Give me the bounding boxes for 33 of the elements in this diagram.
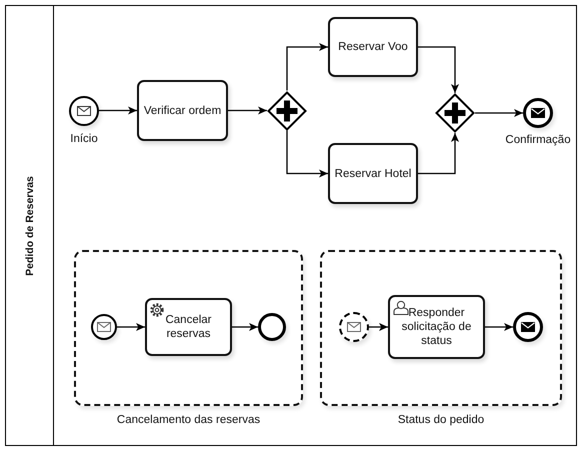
event-label: Início: [70, 132, 98, 146]
sequence-arrow: [117, 322, 145, 332]
subprocess-label: Cancelamento das reservas: [116, 413, 260, 427]
sequence-arrow: [286, 42, 328, 90]
task-box: [137, 80, 228, 141]
sequence-arrow: [99, 106, 137, 115]
pool-label: Pedido de Reservas: [24, 176, 36, 276]
task-box: [328, 143, 418, 204]
task-label: Reservar Voo: [338, 40, 408, 54]
sequence-arrow: [485, 322, 513, 332]
start-event: [339, 312, 369, 342]
start-event: [91, 314, 117, 340]
parallel-gateway: [435, 93, 475, 133]
pool: [5, 5, 577, 446]
event-label: Confirmação: [505, 133, 571, 147]
sequence-arrow: [418, 46, 460, 93]
end-event: [513, 312, 543, 342]
parallel-gateway: [267, 90, 307, 130]
subprocess-label: Status do pedido: [398, 413, 484, 427]
task-box: [328, 17, 418, 77]
sequence-arrow: [475, 108, 523, 118]
task-label: Responder solicitação de status: [400, 306, 472, 348]
task-box: [145, 298, 232, 356]
sequence-arrow: [286, 130, 328, 178]
end-event: [258, 313, 286, 341]
task-label: Cancelar reservas: [164, 313, 213, 341]
sequence-arrow: [369, 322, 388, 332]
sequence-arrow: [232, 322, 258, 332]
sequence-arrow: [228, 106, 267, 115]
task-box: [388, 295, 485, 359]
task-label: Reservar Hotel: [334, 166, 412, 180]
task-label: Verificar ordem: [144, 104, 222, 118]
sequence-arrow: [418, 133, 460, 174]
